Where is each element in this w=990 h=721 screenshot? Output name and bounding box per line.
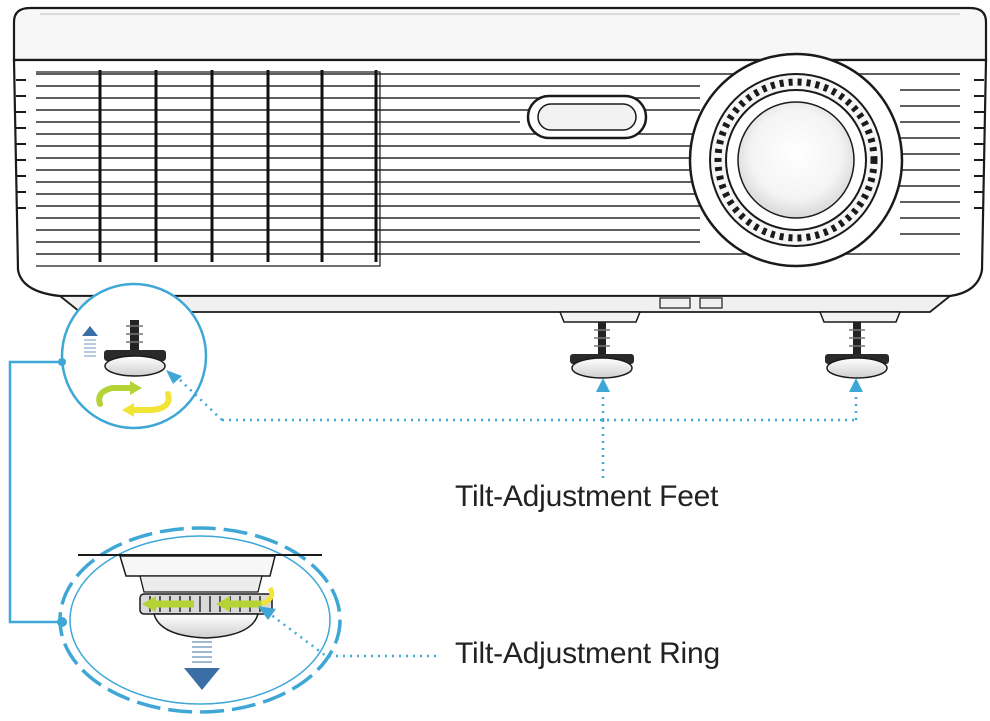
projector-body <box>14 8 986 322</box>
feet-pointer-lines <box>178 378 856 478</box>
projector-top-lid <box>14 8 986 60</box>
lens-glass <box>738 102 854 218</box>
ring-detail-callout <box>60 528 340 712</box>
right-foot-front <box>570 322 634 378</box>
tilt-adjustment-ring-label: Tilt-Adjustment Ring <box>455 637 720 671</box>
right-foot-rear <box>825 322 889 378</box>
left-foot-callout <box>62 284 206 428</box>
callout-connector <box>10 358 67 627</box>
feet-pointer-arrowheads <box>166 370 863 392</box>
tilt-adjustment-feet-label: Tilt-Adjustment Feet <box>455 480 718 514</box>
lens-assembly <box>690 54 902 266</box>
projector-bottom-rim <box>60 296 950 312</box>
